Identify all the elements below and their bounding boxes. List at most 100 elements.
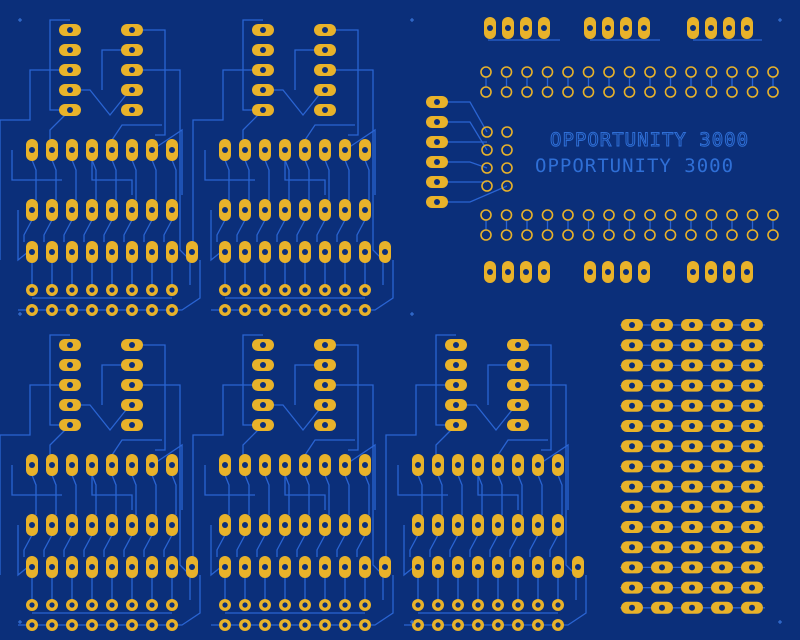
ring-pad (481, 162, 493, 174)
pad-hole (689, 342, 695, 349)
pad-hole (342, 307, 348, 313)
pad-hole (415, 522, 421, 528)
pad-hole (515, 622, 521, 628)
ring-pad (623, 66, 636, 78)
pad-hole (262, 564, 268, 570)
pad-hole (49, 462, 55, 468)
pad-hole (67, 47, 73, 53)
pad-hole (495, 462, 501, 468)
trace (71, 474, 77, 515)
ring-pad (500, 229, 513, 241)
trace (132, 29, 166, 136)
trace (325, 69, 384, 285)
pad-hole (302, 564, 308, 570)
trace (171, 159, 177, 200)
trace (17, 210, 29, 262)
pad-hole (434, 119, 440, 125)
trace (210, 210, 222, 262)
pad-hole (67, 87, 73, 93)
pad-hole (149, 522, 155, 528)
pad-hole (415, 564, 421, 570)
trace (557, 474, 563, 515)
pad-hole (475, 564, 481, 570)
pad-hole (242, 147, 248, 153)
ring-pad (541, 66, 554, 78)
pad-hole (129, 147, 135, 153)
trace (91, 474, 97, 515)
pad-hole (129, 382, 135, 388)
pad-hole (302, 287, 308, 293)
ring-pad (582, 229, 595, 241)
pad-hole (495, 522, 501, 528)
trace (256, 534, 266, 557)
pad-hole (302, 249, 308, 255)
pad-hole (629, 564, 635, 571)
pad-hole (322, 307, 328, 313)
pad-hole (689, 463, 695, 470)
pad-hole (322, 27, 328, 33)
pad-hole (629, 503, 635, 510)
trace (63, 534, 73, 557)
pad-hole (515, 342, 521, 348)
pad-hole (629, 524, 635, 530)
ring-pad (480, 86, 492, 98)
trace (11, 150, 62, 181)
pad-hole (641, 25, 647, 31)
pad-hole (342, 249, 348, 255)
ring-pad (480, 66, 492, 78)
trace (518, 384, 577, 600)
trace (437, 474, 443, 515)
corner-marks (18, 18, 782, 624)
pad-hole (129, 342, 135, 348)
pad-hole (322, 462, 328, 468)
pad-hole (555, 462, 561, 468)
pad-hole (129, 422, 135, 428)
pad-hole (222, 564, 228, 570)
pad-hole (505, 25, 511, 31)
pad-hole (629, 544, 635, 551)
pad-hole (415, 462, 421, 468)
ring-pad (500, 209, 513, 221)
trace (448, 161, 488, 169)
trace (204, 150, 255, 181)
pad-hole (129, 462, 135, 468)
pad-hole (29, 207, 35, 213)
pad-hole (67, 342, 73, 348)
pad-hole (282, 564, 288, 570)
pad-hole (487, 25, 493, 31)
pad-hole (515, 362, 521, 368)
pad-hole (109, 249, 115, 255)
trace (316, 534, 326, 557)
trace (151, 159, 157, 200)
trace (429, 534, 439, 557)
pad-hole (322, 107, 328, 113)
pad-hole (29, 522, 35, 528)
trace (403, 525, 415, 577)
pad-hole (535, 522, 541, 528)
pad-hole (149, 602, 155, 608)
pad-hole (322, 342, 328, 348)
pad-hole (362, 622, 368, 628)
pad-hole (719, 402, 725, 409)
trace (111, 439, 162, 456)
trace (529, 534, 539, 557)
trace (204, 465, 255, 496)
trace (325, 29, 359, 136)
pad-hole (708, 269, 714, 275)
trace (518, 344, 552, 451)
pad-hole (719, 362, 725, 369)
trace (132, 344, 166, 451)
pad-hole (434, 179, 440, 185)
pad-hole (689, 322, 695, 328)
pad-hole (744, 269, 750, 275)
pad-hole (169, 307, 175, 313)
ring-pad (746, 86, 759, 98)
pad-hole (282, 207, 288, 213)
ring-pad (521, 229, 533, 241)
pad-hole (49, 564, 55, 570)
pad-hole (719, 342, 725, 349)
ring-pad (521, 209, 533, 221)
ring-pad (501, 162, 513, 174)
pad-hole (623, 25, 629, 31)
